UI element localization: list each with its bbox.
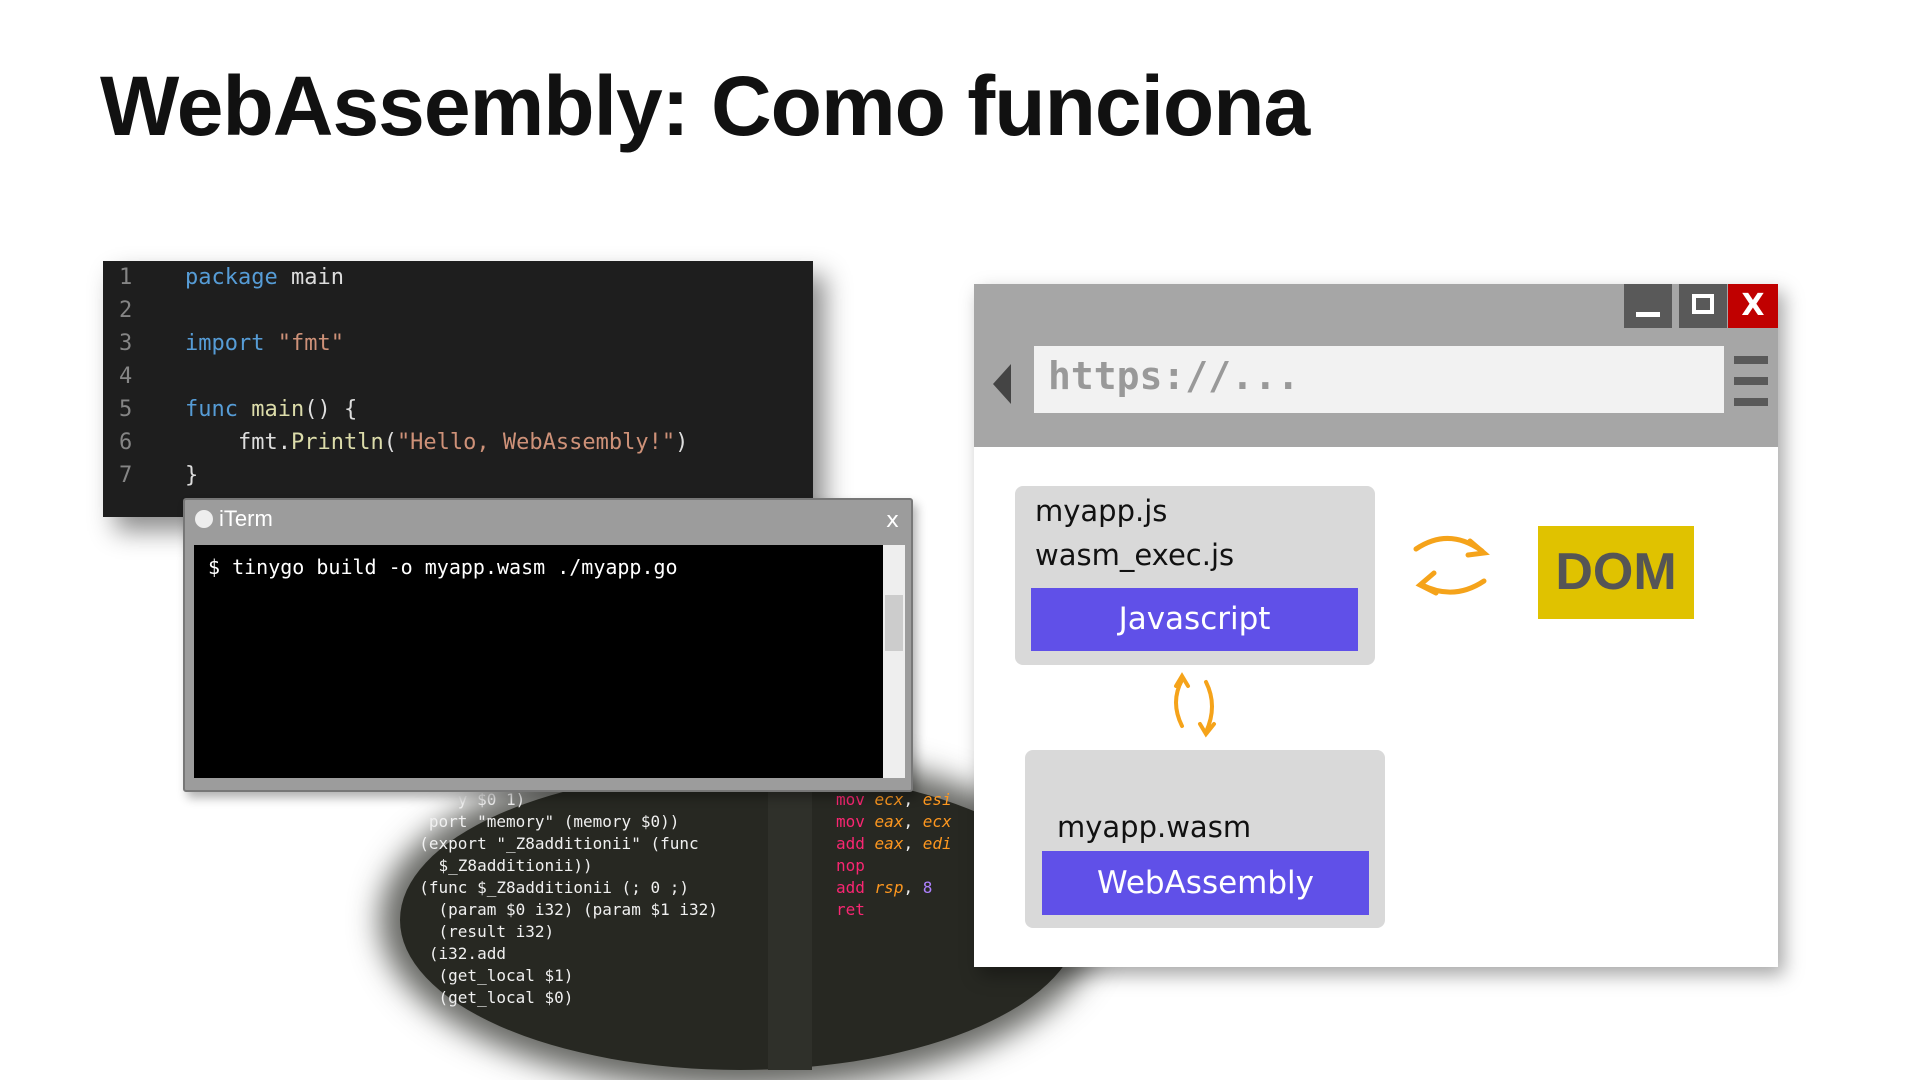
wat-line: (func $_Z8additionii (; 0 ;): [400, 878, 689, 897]
javascript-label: Javascript: [1031, 588, 1358, 651]
webassembly-label: WebAssembly: [1042, 851, 1369, 915]
code-token: Println: [290, 430, 384, 455]
code-token: "fmt": [277, 331, 344, 356]
asm-token: add: [836, 878, 865, 897]
code-token: main: [251, 397, 305, 422]
maximize-button[interactable]: [1679, 284, 1727, 328]
terminal-scrollbar[interactable]: [883, 545, 905, 778]
line-number: 1: [119, 265, 133, 290]
code-line: 6 fmt.Println("Hello, WebAssembly!"): [103, 428, 688, 458]
code-token: func: [185, 397, 238, 422]
asm-token: ret: [836, 900, 865, 919]
wasm-file: myapp.wasm: [1057, 810, 1252, 844]
js-box: myapp.js wasm_exec.js Javascript: [1015, 486, 1375, 665]
asm-line: ret: [836, 900, 875, 922]
slide-title: WebAssembly: Como funciona: [100, 59, 1310, 153]
wasm-box: myapp.wasm WebAssembly: [1025, 750, 1385, 928]
line-number: 6: [119, 430, 133, 455]
js-file: myapp.js: [1035, 494, 1168, 528]
code-token: (: [383, 430, 397, 455]
line-number: 2: [119, 298, 133, 323]
close-button[interactable]: X: [1728, 284, 1778, 328]
code-line: 3 import "fmt": [103, 329, 344, 359]
wasm-code-clip: [400, 770, 1080, 1070]
wat-line: y $0 1): [400, 790, 526, 809]
asm-token: mov: [836, 812, 865, 831]
asm-token: ecx: [874, 790, 904, 809]
code-divider: [768, 770, 812, 1070]
wat-line: (export "_Z8additionii" (func: [400, 834, 699, 853]
code-token: fmt.: [185, 430, 291, 455]
exchange-arrows-icon: [1413, 536, 1490, 596]
wat-line: $_Z8additionii)): [400, 856, 593, 875]
browser-window: X https://... myapp.js wasm_exec.js Java…: [974, 284, 1778, 967]
terminal-output[interactable]: $ tinygo build -o myapp.wasm ./myapp.go: [194, 545, 883, 778]
wat-line: (i32.add: [400, 944, 506, 963]
code-token: () {: [304, 397, 358, 422]
line-number: 7: [119, 463, 133, 488]
code-line: 4: [103, 362, 185, 392]
asm-token: eax: [874, 812, 904, 831]
code-line: 1 package main: [103, 263, 344, 293]
asm-line: nop: [836, 856, 875, 878]
code-line: 5 func main() {: [103, 395, 357, 425]
wat-line: (param $0 i32) (param $1 i32): [400, 900, 718, 919]
asm-token: add: [836, 834, 865, 853]
asm-token: ,: [903, 790, 923, 809]
asm-line: add rsp, 8: [836, 878, 932, 900]
asm-token: mov: [836, 790, 865, 809]
asm-token: 8: [922, 878, 933, 897]
asm-token: esi: [922, 790, 952, 809]
dom-box: DOM: [1538, 526, 1694, 619]
window-dot-icon: [195, 510, 213, 528]
terminal-close-button[interactable]: x: [885, 508, 899, 533]
code-token: }: [185, 463, 199, 488]
scrollbar-thumb[interactable]: [885, 595, 903, 651]
address-bar[interactable]: https://...: [1034, 346, 1724, 413]
terminal-title: iTerm: [219, 506, 273, 531]
back-icon[interactable]: [993, 364, 1011, 404]
wat-line: port "memory" (memory $0)): [400, 812, 680, 831]
code-token: package: [185, 265, 278, 290]
terminal-window: iTerm x $ tinygo build -o myapp.wasm ./m…: [183, 498, 913, 792]
asm-token: ,: [903, 834, 923, 853]
asm-token: eax: [874, 834, 904, 853]
asm-token: ,: [903, 878, 923, 897]
code-line: 2: [103, 296, 185, 326]
minimize-button[interactable]: [1624, 284, 1672, 328]
asm-line: mov eax, ecx: [836, 812, 952, 834]
wat-line: (result i32): [400, 922, 555, 941]
vertical-exchange-arrows-icon: [1174, 672, 1216, 738]
asm-token: ecx: [922, 812, 952, 831]
browser-chrome: X https://...: [974, 284, 1778, 447]
menu-icon[interactable]: [1734, 356, 1768, 364]
code-line: 7}: [103, 461, 198, 491]
js-file: wasm_exec.js: [1035, 538, 1235, 572]
code-token: import: [185, 331, 265, 356]
asm-token: rsp: [874, 878, 904, 897]
code-token: ): [675, 430, 689, 455]
asm-token: ,: [903, 812, 923, 831]
line-number: 3: [119, 331, 133, 356]
code-token: main: [290, 265, 344, 290]
asm-token: edi: [922, 834, 952, 853]
asm-line: add eax, edi: [836, 834, 952, 856]
code-token: "Hello, WebAssembly!": [396, 430, 676, 455]
line-number: 4: [119, 364, 133, 389]
line-number: 5: [119, 397, 133, 422]
asm-token: nop: [836, 856, 865, 875]
asm-line: mov ecx, esi: [836, 790, 952, 812]
wat-line: (get_local $1): [400, 966, 574, 985]
wat-line: (get_local $0): [400, 988, 574, 1007]
